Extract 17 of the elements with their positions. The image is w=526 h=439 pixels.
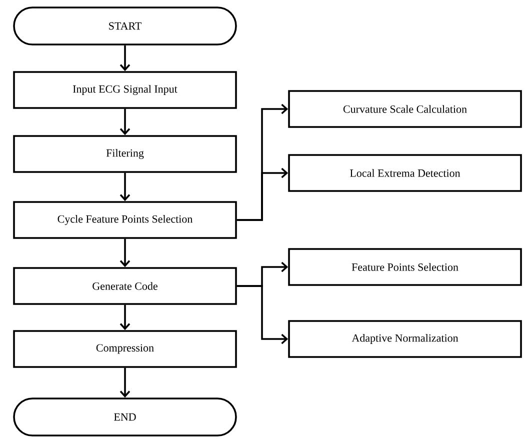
arrow	[120, 108, 130, 136]
process-box: Local Extrema Detection	[288, 154, 522, 192]
arrow	[120, 238, 130, 268]
process-box: Compression	[13, 330, 237, 368]
process-box: Adaptive Normalization	[288, 320, 522, 358]
arrow	[120, 304, 130, 330]
process-box: Input ECG Signal Input	[13, 71, 237, 109]
arrow	[120, 172, 130, 202]
process-box: Feature Points Selection	[288, 248, 522, 286]
process-box: Filtering	[13, 135, 237, 173]
arrow	[236, 168, 288, 221]
process-box: Curvature Scale Calculation	[288, 90, 522, 128]
process-box: Cycle Feature Points Selection	[13, 201, 237, 239]
arrow	[120, 45, 130, 72]
arrow	[236, 285, 288, 344]
process-box: Generate Code	[13, 267, 237, 305]
arrow	[120, 368, 130, 398]
